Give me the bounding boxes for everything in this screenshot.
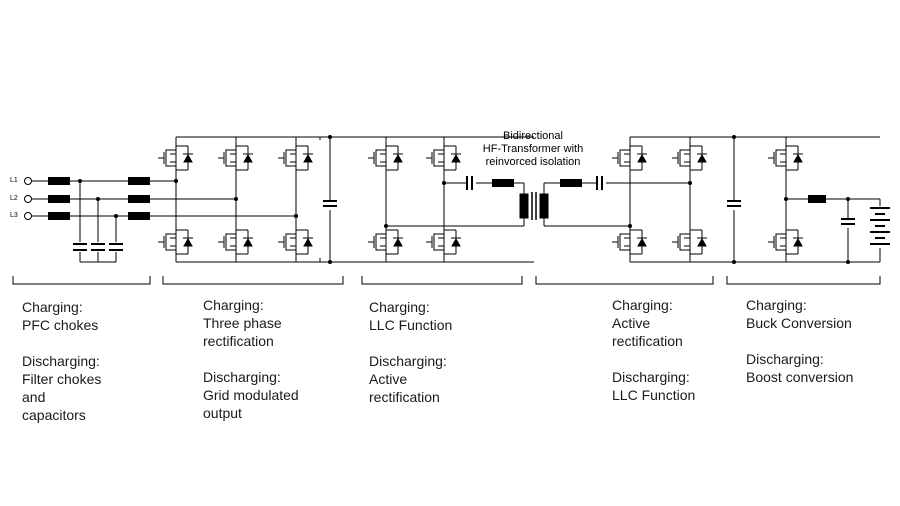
stage-line: Charging: bbox=[203, 297, 264, 313]
bracket-llc-primary bbox=[361, 276, 523, 285]
stage-line: Boost conversion bbox=[746, 369, 854, 385]
stage-description-dcdc: Charging: Buck Conversion Discharging: B… bbox=[746, 296, 853, 386]
stage-line: Discharging: bbox=[746, 351, 824, 367]
bracket-llc-secondary bbox=[535, 276, 714, 285]
stage-description-rectifier: Charging: Three phase rectification Disc… bbox=[203, 296, 299, 422]
stage-line: rectification bbox=[203, 333, 274, 349]
transformer-title: Bidirectional HF-Transformer with reinvo… bbox=[470, 130, 596, 169]
phase-label-l2: L2 bbox=[10, 195, 18, 202]
bracket-filter bbox=[12, 276, 151, 285]
stage-description-filter: Charging: PFC chokes Discharging: Filter… bbox=[22, 298, 101, 424]
transformer-title-line-1: Bidirectional bbox=[503, 130, 563, 142]
stage-line: LLC Function bbox=[369, 317, 453, 333]
stage-line: Charging: bbox=[746, 297, 807, 313]
stage-line: PFC chokes bbox=[22, 317, 99, 333]
stage-line: Three phase bbox=[203, 315, 282, 331]
transformer-title-line-2: HF-Transformer with bbox=[482, 143, 584, 155]
stage-line: rectification bbox=[369, 389, 440, 405]
stage-line: Discharging: bbox=[203, 369, 281, 385]
stage-line: Charging: bbox=[612, 297, 673, 313]
stage-description-llc-secondary: Charging: Active rectification Dischargi… bbox=[612, 296, 695, 404]
stage-line: Active bbox=[369, 371, 408, 387]
phase-label-l3: L3 bbox=[10, 212, 18, 219]
stage-line: Buck Conversion bbox=[746, 315, 852, 331]
stage-line: Discharging: bbox=[612, 369, 690, 385]
stage-line: Discharging: bbox=[22, 353, 100, 369]
stage-line: Discharging: bbox=[369, 353, 447, 369]
stage-line: and bbox=[22, 389, 46, 405]
stage-description-llc-primary: Charging: LLC Function Discharging: Acti… bbox=[369, 298, 452, 406]
bracket-dcdc bbox=[726, 276, 881, 285]
stage-line: rectification bbox=[612, 333, 683, 349]
stage-line: capacitors bbox=[22, 407, 86, 423]
stage-line: LLC Function bbox=[612, 387, 696, 403]
phase-label-l1: L1 bbox=[10, 177, 18, 184]
stage-line: Active bbox=[612, 315, 651, 331]
stage-line: Charging: bbox=[22, 299, 83, 315]
stage-line: output bbox=[203, 405, 242, 421]
bracket-pfc bbox=[162, 276, 344, 285]
transformer-title-line-3: reinvorced isolation bbox=[485, 156, 581, 168]
stage-line: Grid modulated bbox=[203, 387, 299, 403]
stage-line: Filter chokes bbox=[22, 371, 102, 387]
stage-line: Charging: bbox=[369, 299, 430, 315]
